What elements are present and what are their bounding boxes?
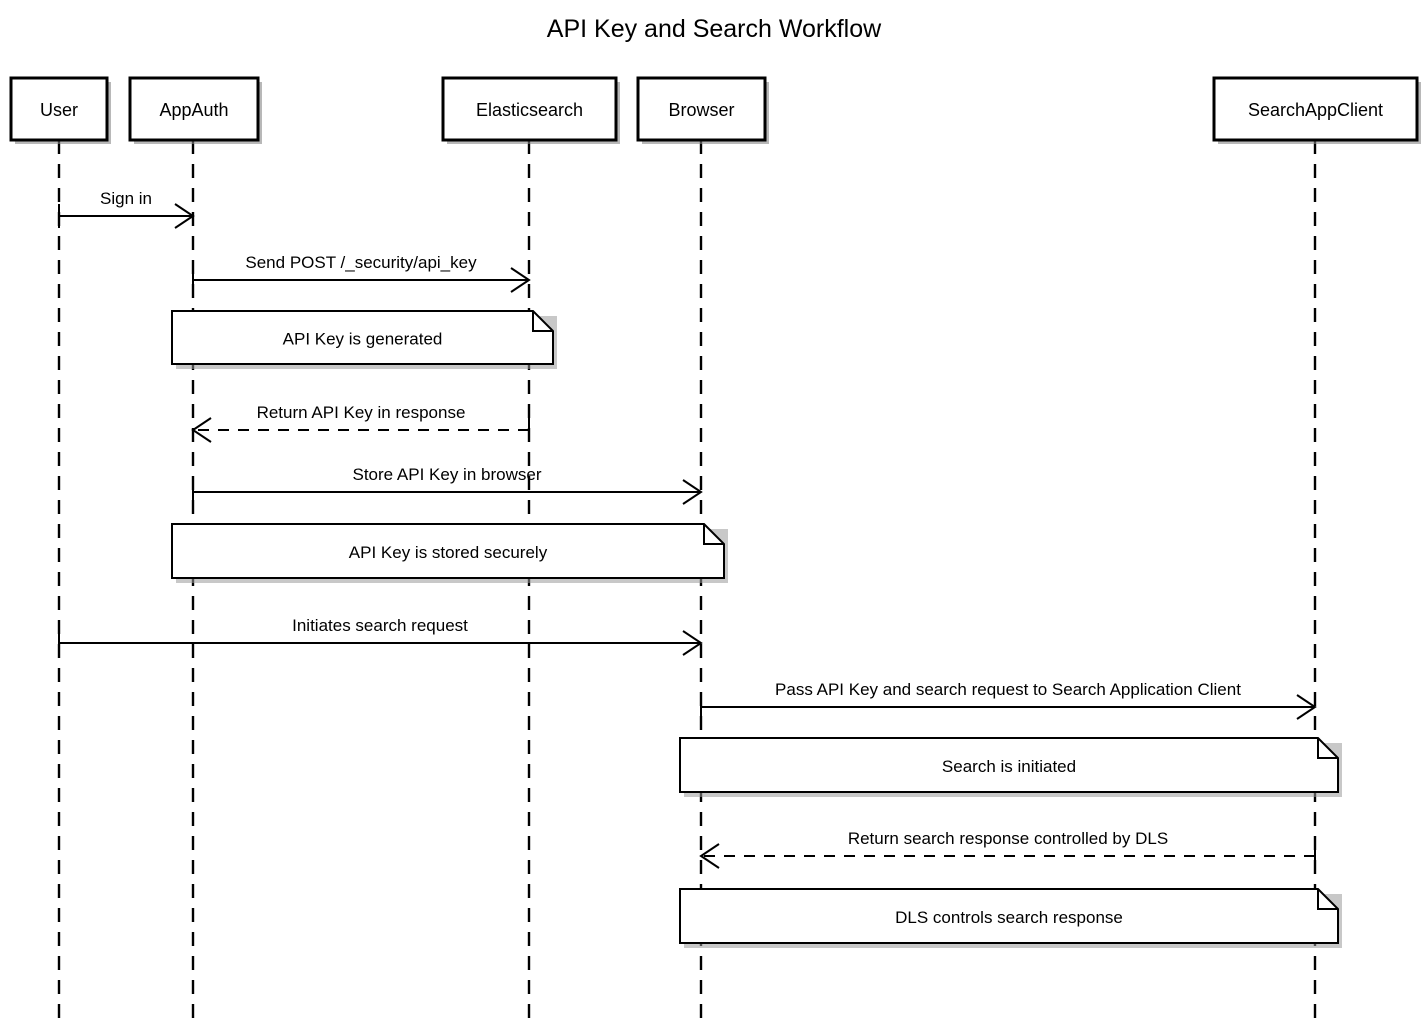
message-1[interactable]: Sign in bbox=[58, 189, 195, 229]
note-label: DLS controls search response bbox=[895, 908, 1123, 927]
arrow-head bbox=[1296, 694, 1317, 720]
participant-box bbox=[1212, 76, 1419, 142]
note-label: API Key is stored securely bbox=[349, 543, 548, 562]
message-2[interactable]: Send POST /_security/api_key bbox=[192, 253, 531, 293]
diagram-title: API Key and Search Workflow bbox=[547, 15, 882, 43]
note-fold-corner bbox=[703, 524, 724, 545]
note-box bbox=[679, 737, 1339, 793]
message-label: Initiates search request bbox=[292, 616, 468, 635]
message-10[interactable]: Return search response controlled by DLS bbox=[699, 829, 1316, 869]
participant-box bbox=[441, 76, 618, 142]
note-fold-corner bbox=[532, 311, 553, 332]
note-11: DLS controls search response bbox=[679, 888, 1342, 948]
participant-sac[interactable]: SearchAppClient bbox=[1212, 76, 1421, 144]
note-9: Search is initiated bbox=[679, 737, 1342, 797]
participant-box bbox=[9, 76, 109, 142]
message-label: Pass API Key and search request to Searc… bbox=[775, 680, 1241, 699]
participant-label: AppAuth bbox=[159, 100, 228, 120]
message-label: Sign in bbox=[100, 189, 152, 208]
arrow-head bbox=[191, 417, 212, 443]
participant-es[interactable]: Elasticsearch bbox=[441, 76, 620, 144]
note-box bbox=[679, 888, 1339, 944]
message-label: Store API Key in browser bbox=[353, 465, 542, 484]
message-4[interactable]: Return API Key in response bbox=[191, 403, 530, 443]
message-5[interactable]: Store API Key in browser bbox=[192, 465, 703, 505]
arrow-head bbox=[682, 630, 703, 656]
participant-label: Elasticsearch bbox=[476, 100, 583, 120]
participant-label: User bbox=[40, 100, 78, 120]
message-8[interactable]: Pass API Key and search request to Searc… bbox=[700, 680, 1317, 720]
message-label: Send POST /_security/api_key bbox=[245, 253, 477, 272]
note-6: API Key is stored securely bbox=[171, 523, 728, 583]
note-3: API Key is generated bbox=[171, 310, 557, 369]
arrow-head bbox=[699, 843, 720, 869]
participant-label: SearchAppClient bbox=[1248, 100, 1383, 120]
note-label: Search is initiated bbox=[942, 757, 1076, 776]
message-label: Return API Key in response bbox=[257, 403, 466, 422]
participants-layer: User AppAuth Elasticsearch Browser SearchApp… bbox=[9, 76, 1421, 144]
message-label: Return search response controlled by DLS bbox=[848, 829, 1168, 848]
participant-user[interactable]: User bbox=[9, 76, 111, 144]
note-box bbox=[171, 310, 554, 365]
arrow-head bbox=[682, 479, 703, 505]
participant-box bbox=[636, 76, 767, 142]
participant-label: Browser bbox=[668, 100, 734, 120]
note-fold-corner bbox=[1317, 738, 1338, 759]
note-label: API Key is generated bbox=[283, 330, 443, 349]
participant-appauth[interactable]: AppAuth bbox=[128, 76, 262, 144]
arrow-head bbox=[510, 267, 531, 293]
arrow-head bbox=[174, 203, 195, 229]
note-fold-corner bbox=[1317, 889, 1338, 910]
participant-browser[interactable]: Browser bbox=[636, 76, 769, 144]
note-box bbox=[171, 523, 725, 579]
participant-box bbox=[128, 76, 260, 142]
message-7[interactable]: Initiates search request bbox=[58, 616, 703, 656]
